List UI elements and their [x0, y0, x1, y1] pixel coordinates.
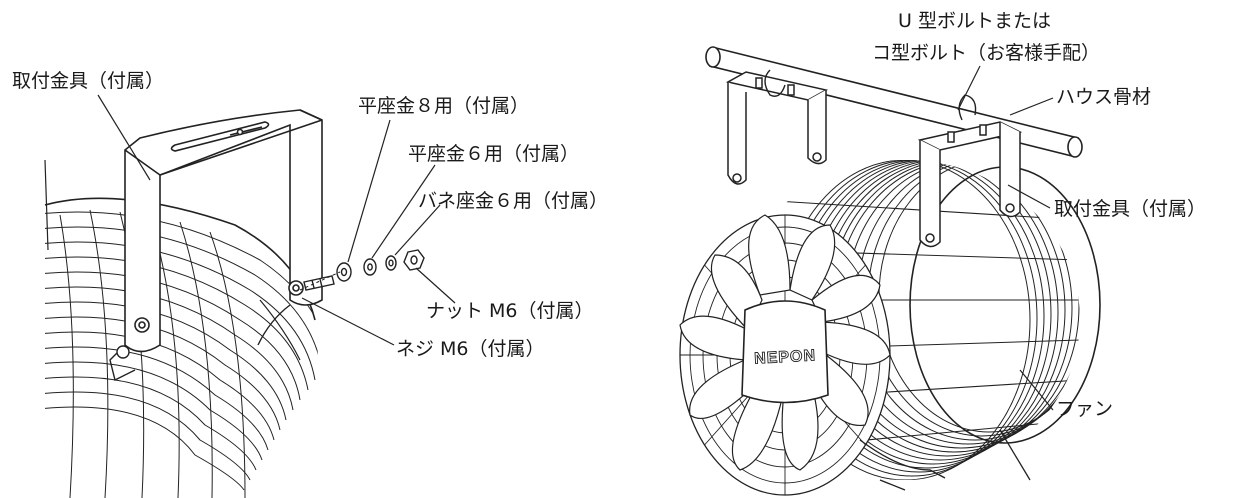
left-fan-guard: [45, 209, 330, 498]
label-bolt-line2: コ型ボルト（お客様手配）: [872, 42, 1101, 64]
label-bracket-right: 取付金具（付属）: [1054, 198, 1207, 220]
left-leaders: [97, 94, 456, 346]
left-exploded-view: [44, 94, 456, 498]
label-screw: ネジ M6（付属）: [396, 338, 545, 360]
label-washer8: 平座金８用（付属）: [358, 95, 530, 117]
front-bracket: [917, 121, 1023, 248]
fan-front: NEPON: [679, 214, 1031, 496]
brand-logo: NEPON: [754, 347, 817, 367]
fan-blades: [679, 214, 891, 471]
label-bolt-line1: U 型ボルトまたは: [898, 10, 1051, 32]
back-bracket: [725, 71, 829, 185]
label-spring-washer6: バネ座金６用（付属）: [418, 190, 609, 212]
right-leaders: [957, 65, 1054, 411]
right-assembled-view: NEPON: [679, 46, 1101, 496]
label-fan: ファン: [1056, 398, 1114, 420]
label-bracket-left: 取付金具（付属）: [12, 70, 165, 92]
label-nut: ナット M6（付属）: [426, 300, 594, 322]
label-frame: ハウス骨材: [1056, 86, 1152, 108]
left-bracket: [124, 109, 323, 353]
label-washer6: 平座金６用（付属）: [408, 143, 580, 165]
left-hardware: [303, 249, 425, 291]
